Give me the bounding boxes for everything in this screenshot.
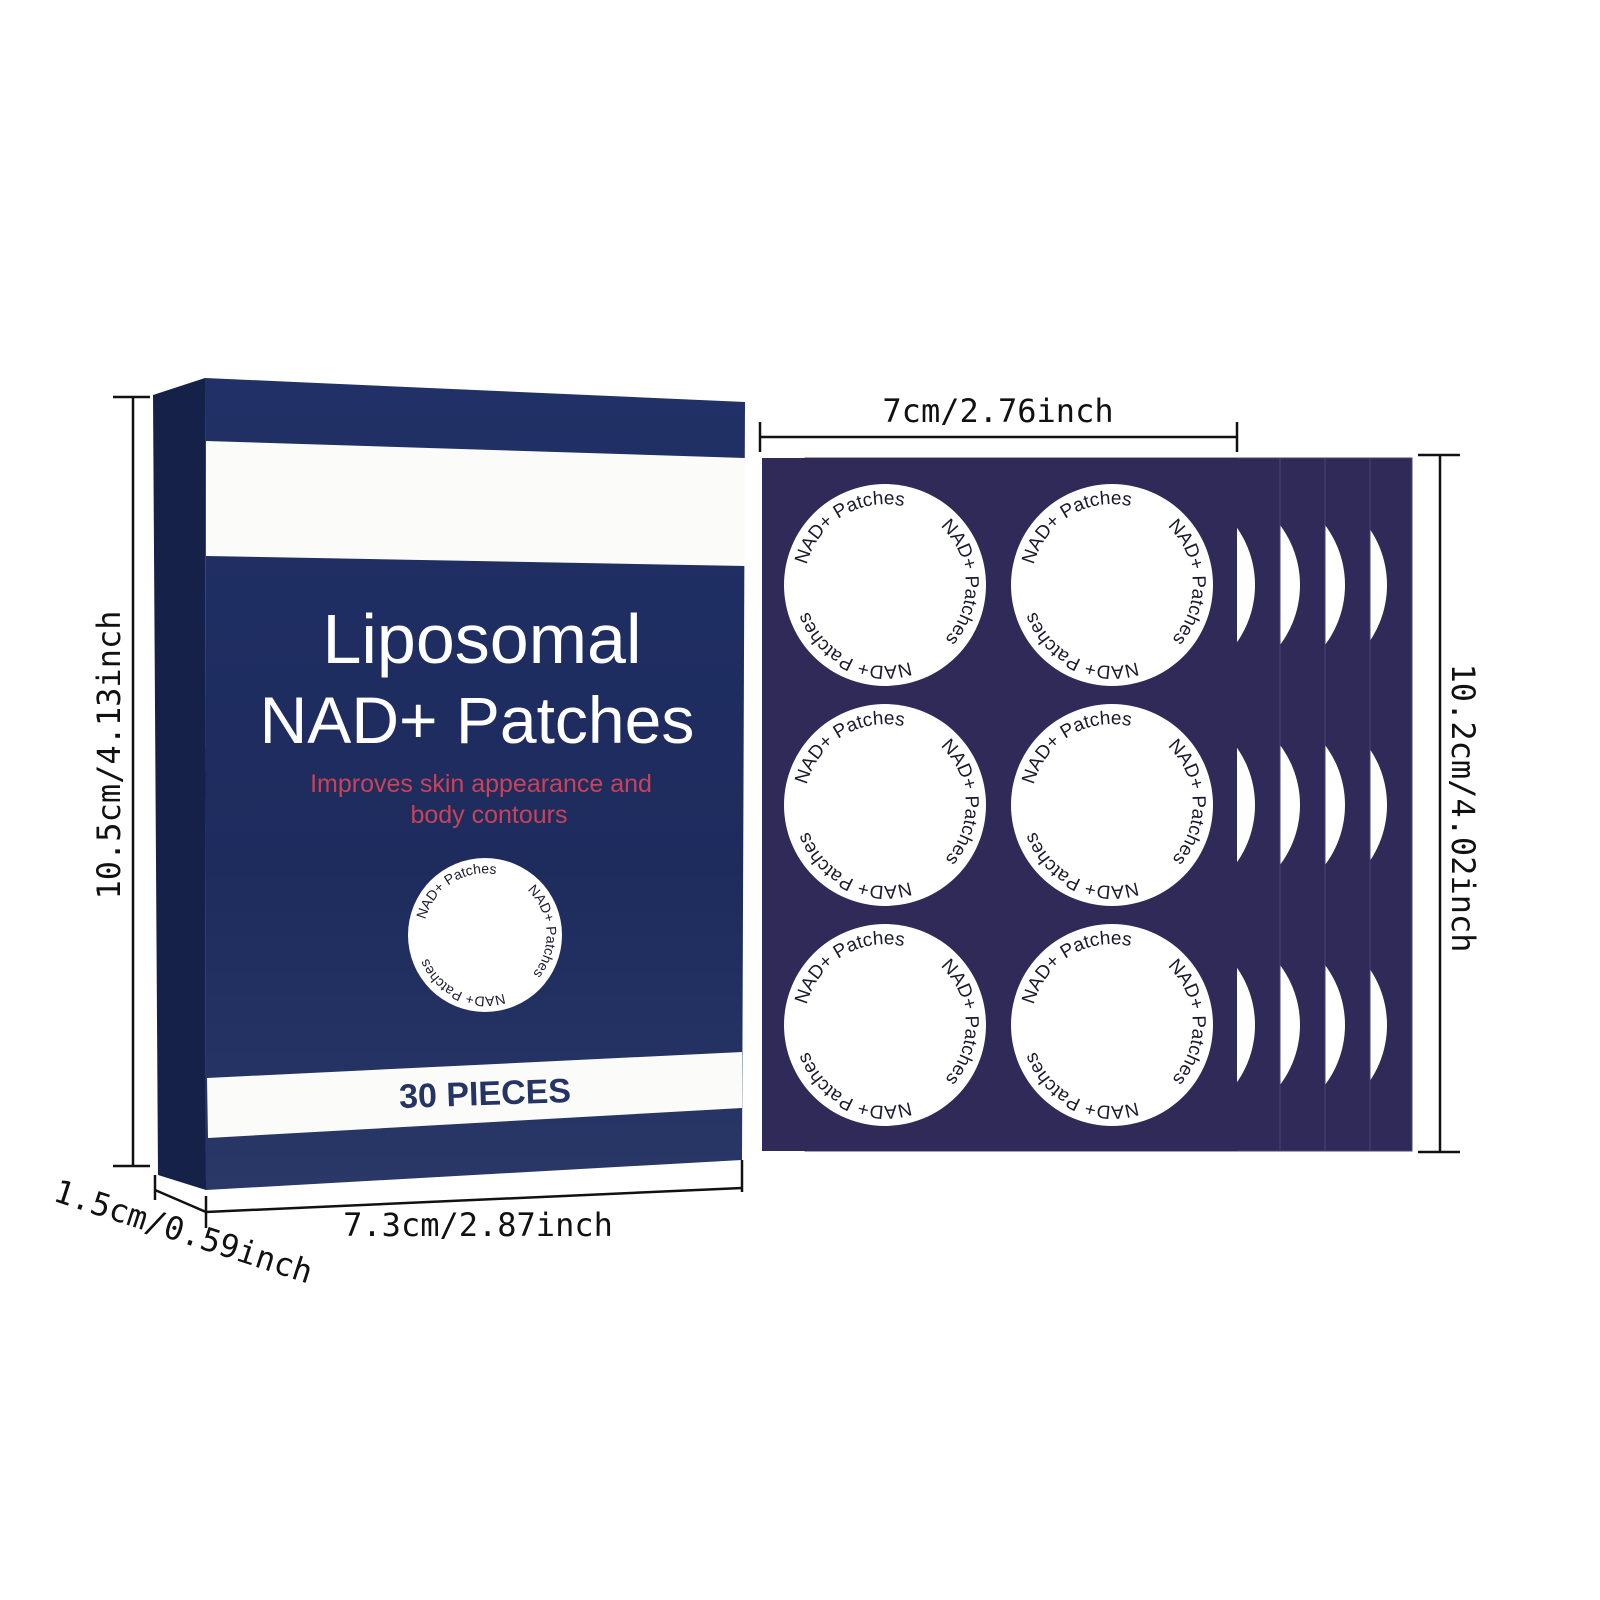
patch-circle <box>784 704 986 906</box>
product-title-line1: Liposomal <box>322 600 641 678</box>
piece-count-label: 30 PIECES <box>398 1072 571 1116</box>
patch-circle <box>1011 924 1213 1126</box>
dimension-lines <box>113 395 1460 1228</box>
box-bottom-band <box>207 1052 742 1138</box>
box-depth-label: 1.5cm/0.59inch <box>49 1172 317 1291</box>
patch-circle <box>784 924 986 1126</box>
patch-circle <box>1011 484 1213 686</box>
patch-circle <box>1011 704 1213 906</box>
product-subtitle-line2: body contours <box>410 801 567 829</box>
box-width-label: 7.3cm/2.87inch <box>343 1206 613 1244</box>
sheet-width-label: 7cm/2.76inch <box>882 392 1113 430</box>
box-side <box>153 378 206 1190</box>
product-title-line2: NAD+ Patches <box>260 683 695 757</box>
patch-circle <box>408 858 562 1012</box>
product-subtitle-line1: Improves skin appearance and <box>310 770 652 798</box>
box-height-label: 10.5cm/4.13inch <box>90 611 128 900</box>
box-front <box>205 378 745 1190</box>
patch-circle <box>784 484 986 686</box>
sheet-height-label: 10.2cm/4.02inch <box>1444 664 1482 953</box>
box-top-band <box>206 441 745 566</box>
